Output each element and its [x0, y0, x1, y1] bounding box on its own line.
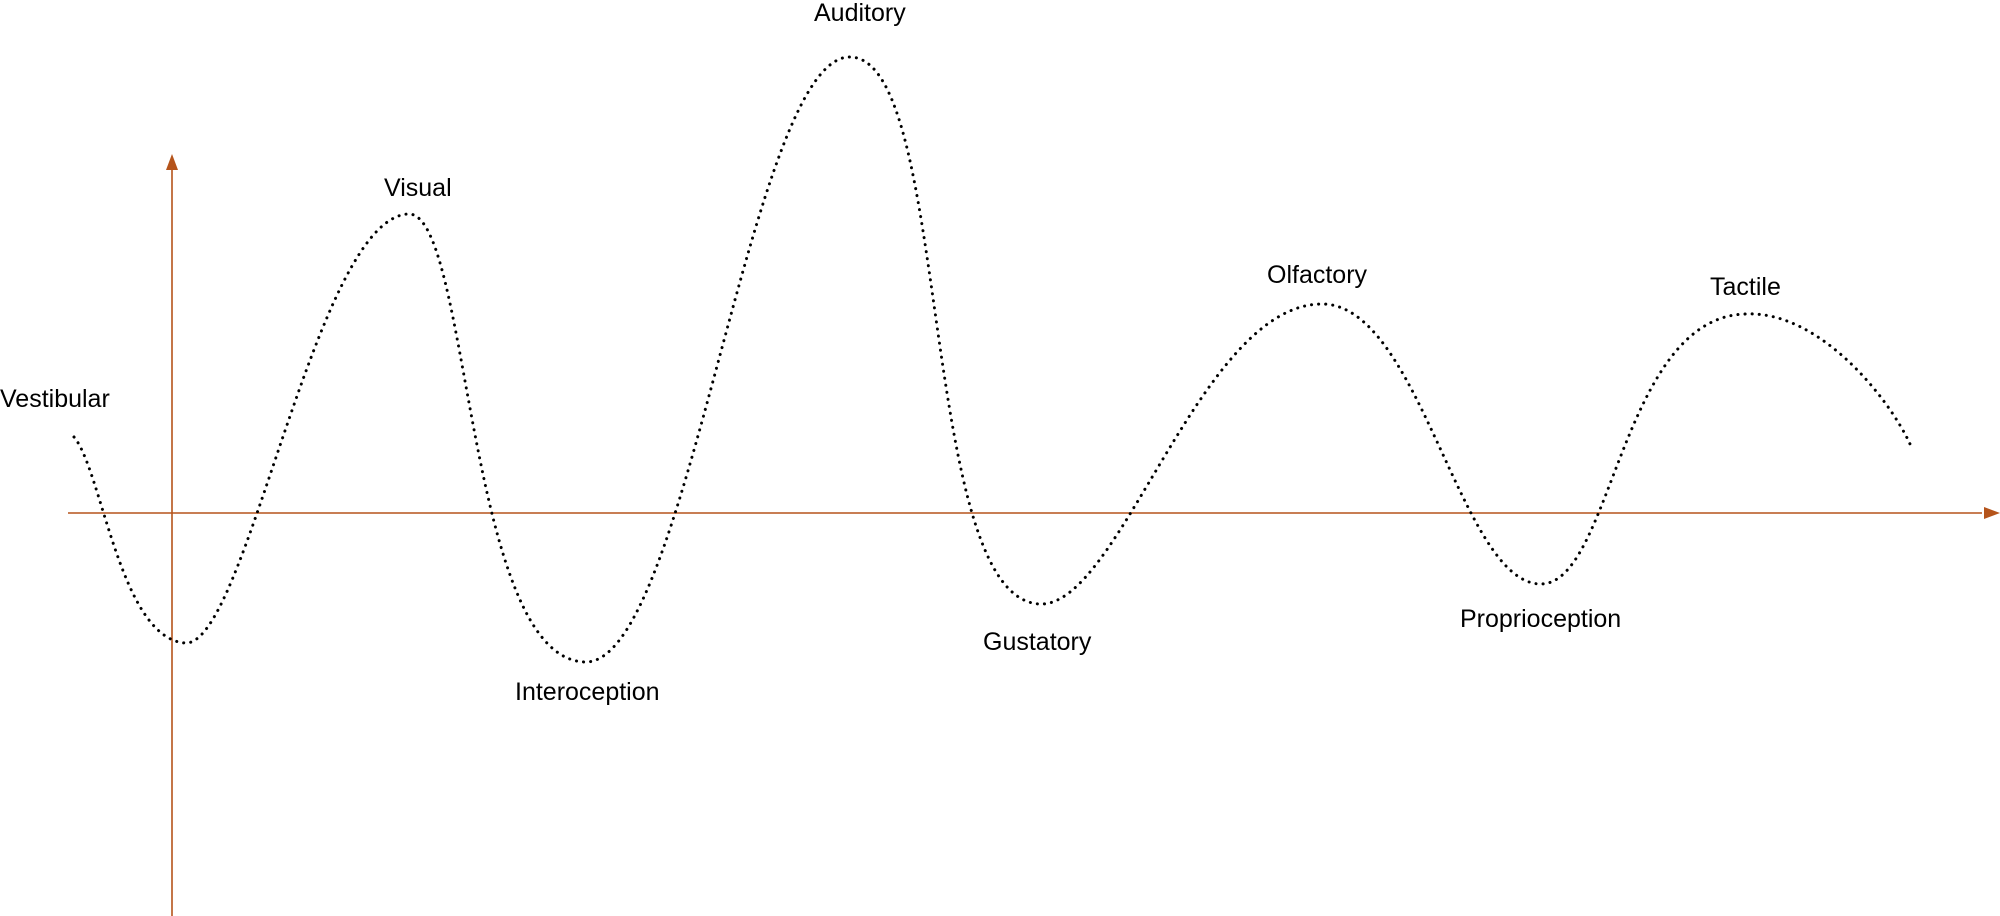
horizontal-axis-arrowhead — [1984, 507, 2000, 519]
label-gustatory: Gustatory — [983, 628, 1092, 656]
vertical-axis-arrowhead — [166, 154, 178, 170]
label-tactile: Tactile — [1710, 273, 1781, 301]
label-vestibular: Vestibular — [0, 385, 110, 413]
label-proprioception: Proprioception — [1460, 605, 1621, 633]
label-auditory: Auditory — [814, 0, 906, 27]
label-olfactory: Olfactory — [1267, 261, 1368, 289]
sensory-wave-curve — [72, 55, 1912, 664]
label-interoception: Interoception — [515, 678, 660, 706]
label-visual: Visual — [384, 174, 452, 202]
